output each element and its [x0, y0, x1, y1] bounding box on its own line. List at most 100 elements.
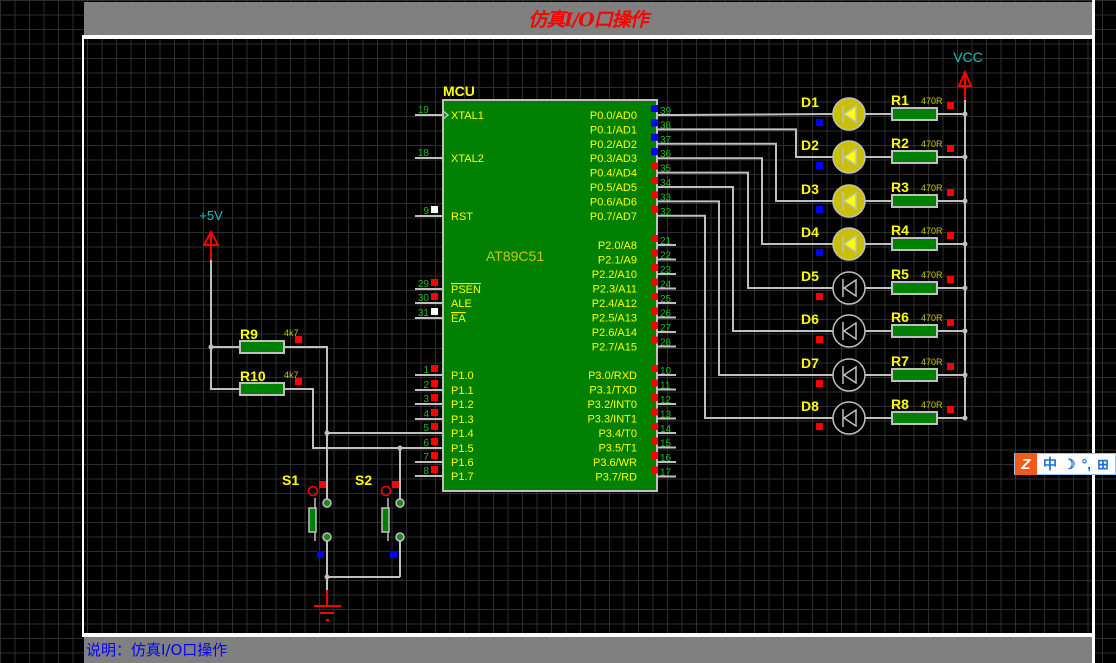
pin-state-indicator	[431, 452, 438, 459]
junction-dot	[962, 372, 968, 378]
resistor-icon	[891, 411, 938, 425]
pin-label: P0.6/AD6	[590, 196, 637, 208]
pin-number: 39	[660, 106, 672, 117]
switch-contact	[322, 532, 332, 542]
led-state-indicator	[816, 423, 823, 430]
pin-label: P3.4/T0	[598, 428, 637, 440]
wire	[676, 200, 832, 376]
moon-icon[interactable]: ☽	[1063, 455, 1076, 472]
divider	[82, 35, 1094, 39]
pin-state-indicator	[651, 162, 658, 170]
junction-dot	[962, 198, 968, 204]
pin-label: PSEN	[451, 284, 481, 296]
resistor-ref-label: R2	[891, 135, 909, 151]
ime-mode-toggle[interactable]: 中	[1043, 456, 1057, 472]
pin-label: P0.3/AD3	[590, 153, 637, 165]
pin-label: P1.6	[451, 457, 474, 469]
pin-number: 5	[423, 423, 429, 434]
ime-toolbar[interactable]: Z 中 ☽ °, ⊞	[1014, 453, 1116, 475]
pin-number: 3	[423, 394, 429, 405]
pin-label: RST	[451, 211, 473, 223]
pin-number: 11	[660, 381, 671, 392]
pin-label: P2.2/A10	[592, 269, 637, 281]
pin-state-indicator	[651, 119, 658, 127]
switch-contact	[395, 498, 405, 508]
pin-label: P2.3/A11	[593, 284, 637, 296]
resistor-icon	[239, 382, 285, 396]
pin-number: 31	[418, 308, 430, 319]
pin-number: 1	[423, 365, 429, 376]
pin-state-indicator	[651, 264, 658, 271]
resistor-icon	[891, 107, 938, 121]
grid-icon[interactable]: ⊞	[1097, 455, 1109, 472]
pin-state-indicator	[431, 365, 438, 372]
pin-number: 34	[660, 178, 672, 189]
wire	[676, 186, 832, 332]
pin-label: P1.7	[451, 471, 474, 483]
pin-label: P2.1/A9	[598, 255, 637, 267]
pin-state-indicator	[317, 551, 324, 558]
pin-label: P2.4/A12	[592, 298, 637, 310]
switch-button-icon	[381, 507, 390, 533]
pin-label: XTAL2	[451, 153, 484, 165]
pin-number: 12	[660, 395, 672, 406]
pin-state-indicator	[947, 189, 954, 196]
diode-triangle-icon	[842, 191, 857, 211]
pin-state-indicator	[651, 307, 658, 315]
pin-label: P1.2	[451, 399, 474, 411]
led-ref-label: D8	[801, 398, 819, 414]
pin-number: 21	[660, 236, 672, 247]
pin-state-indicator	[431, 423, 438, 430]
pin-state-indicator	[295, 336, 302, 343]
diode-triangle-icon	[842, 147, 857, 167]
resistor-value-label: 470R	[921, 400, 943, 410]
diode-triangle-icon	[842, 278, 857, 298]
pin-label: P2.0/A8	[598, 240, 637, 252]
pin-label: P1.1	[451, 385, 474, 397]
junction-dot	[208, 344, 214, 350]
junction-dot	[962, 241, 968, 247]
wires	[208, 78, 966, 603]
pin-label: P0.4/AD4	[590, 168, 637, 180]
junction-dot	[962, 328, 968, 334]
resistor-value-label: 470R	[921, 313, 943, 323]
pin-number: 10	[660, 366, 672, 377]
pin-label: EA	[451, 313, 466, 325]
switch-contact	[395, 532, 405, 542]
pin-state-indicator	[431, 466, 438, 473]
diode-triangle-icon	[842, 234, 857, 254]
punctuation-toggle[interactable]: °,	[1081, 456, 1092, 472]
diode-triangle-icon	[842, 104, 857, 124]
pin-label: P1.5	[451, 443, 474, 455]
pin-state-indicator	[651, 437, 658, 445]
pin-number: 7	[423, 452, 429, 463]
pin-label: P3.2/INT0	[587, 399, 637, 411]
led-state-indicator	[816, 206, 823, 213]
resistor-icon	[891, 237, 938, 251]
pin-number: 8	[423, 466, 429, 477]
pin-label: P3.3/INT1	[587, 414, 637, 426]
pin-label: P1.0	[451, 370, 474, 382]
pin-state-indicator	[651, 249, 658, 257]
pin-number: 24	[660, 280, 672, 291]
pin-number: 38	[660, 120, 672, 131]
led-ref-label: D2	[801, 137, 819, 153]
pin-state-indicator	[431, 279, 438, 286]
pin-state-indicator	[947, 406, 954, 413]
resistor-icon	[891, 194, 938, 208]
ime-logo-icon[interactable]: Z	[1015, 453, 1037, 475]
pin-state-indicator	[319, 481, 326, 488]
description-text: 说明：仿真I/O口操作	[86, 641, 228, 659]
pin-number: 25	[660, 294, 672, 305]
pin-number: 26	[660, 309, 672, 320]
pin-number: 16	[660, 453, 672, 464]
wire	[676, 214, 832, 419]
wire	[676, 142, 832, 202]
